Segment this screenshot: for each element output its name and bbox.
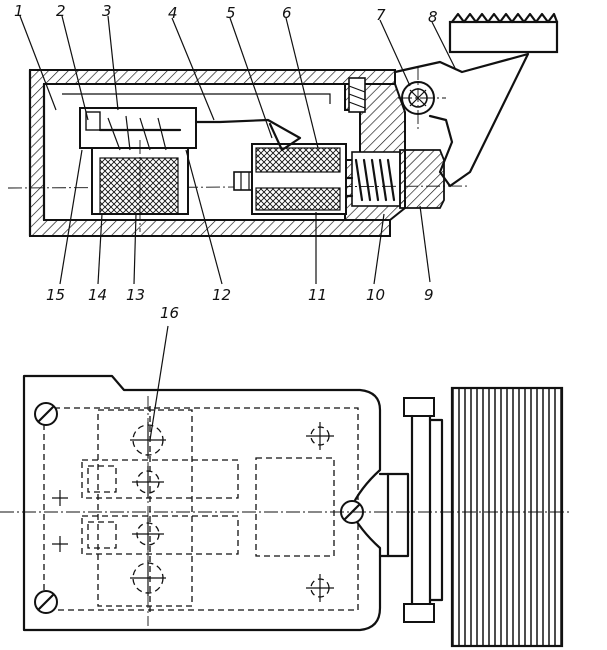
callout-13: 13 xyxy=(126,286,145,304)
callout-15: 15 xyxy=(46,286,65,304)
right-coil xyxy=(251,143,347,215)
return-spring xyxy=(351,151,401,207)
section-view: 1 2 3 4 5 6 7 8 15 14 13 12 11 10 9 xyxy=(7,2,559,304)
callout-9: 9 xyxy=(424,286,434,304)
mounting-screw-icon xyxy=(34,402,58,426)
spring-cap xyxy=(399,149,445,209)
terminal-block xyxy=(87,465,117,549)
callout-14: 14 xyxy=(88,286,107,304)
microswitch xyxy=(79,107,197,151)
base-plate xyxy=(22,374,382,632)
callout-5: 5 xyxy=(226,4,236,22)
mounting-screw-icon xyxy=(34,590,58,614)
callout-7: 7 xyxy=(376,6,386,24)
pedal-ribbed-pad xyxy=(450,386,564,648)
actuator-lever xyxy=(194,118,302,152)
callout-11: 11 xyxy=(308,286,327,304)
pedal-lever xyxy=(393,52,530,188)
callout-2: 2 xyxy=(56,2,66,20)
callout-12: 12 xyxy=(212,286,231,304)
callout-4: 4 xyxy=(168,4,178,22)
mounting-hole-icon xyxy=(306,574,334,602)
callout-10: 10 xyxy=(366,286,385,304)
callout-6: 6 xyxy=(282,4,292,22)
mounting-hole-icon xyxy=(306,422,334,450)
pedal-pad xyxy=(448,12,559,54)
plan-view: 16 xyxy=(0,304,570,648)
callout-1: 1 xyxy=(14,2,24,20)
callout-16: 16 xyxy=(160,304,179,322)
hinge-bracket xyxy=(378,397,444,623)
screw-icon xyxy=(348,77,366,113)
callout-3: 3 xyxy=(102,2,112,20)
callout-8: 8 xyxy=(428,8,438,26)
